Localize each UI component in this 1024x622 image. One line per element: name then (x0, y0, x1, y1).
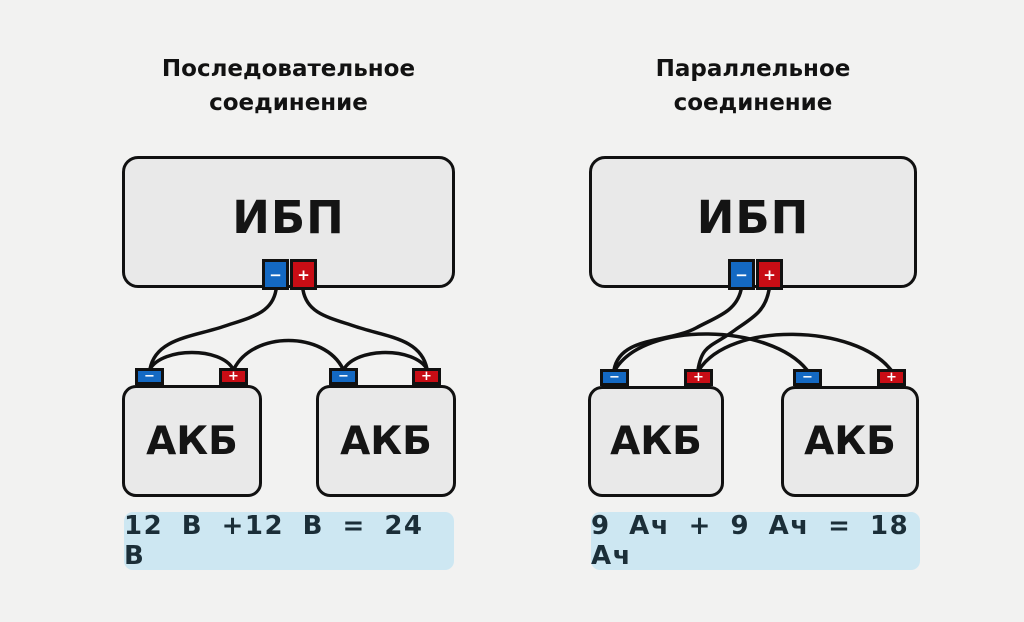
wire-parallel-ups-pos-to-bat1-pos (696, 288, 771, 372)
parallel-battery2-positive-terminal: + (877, 369, 906, 386)
series-battery1-positive-terminal: + (219, 368, 248, 385)
series-battery1-box: АКБ (122, 385, 262, 497)
parallel-battery2-label: АКБ (804, 419, 896, 464)
plus-icon: + (693, 370, 704, 385)
series-formula-text: 12 В +12 В = 24 В (124, 511, 424, 571)
series-battery1-negative-terminal: − (135, 368, 164, 385)
minus-icon: − (338, 369, 349, 384)
parallel-title-line1: Параллельное (655, 56, 851, 82)
series-ups-negative-terminal: − (262, 259, 289, 290)
plus-icon: + (297, 265, 310, 284)
parallel-title-line2: соединение (673, 90, 833, 116)
series-ups-label: ИБП (232, 190, 345, 244)
wire-parallel-bat1-neg-to-bat2-neg (613, 332, 809, 372)
parallel-battery1-label: АКБ (610, 419, 702, 464)
parallel-capacity-formula: 9 Ач + 9 Ач = 18 Ач (591, 511, 920, 571)
plus-icon: + (228, 369, 239, 384)
parallel-battery1-positive-terminal: + (684, 369, 713, 386)
series-connection-title: Последовательное соединение (122, 52, 455, 120)
wire-series-ups-neg-to-bat1-neg (148, 288, 278, 371)
series-battery2-box: АКБ (316, 385, 456, 497)
series-battery2-label: АКБ (340, 418, 432, 464)
minus-icon: − (802, 370, 813, 385)
parallel-ups-negative-terminal: − (728, 259, 755, 290)
wire-series-ups-pos-to-bat2-pos (301, 288, 429, 371)
parallel-connection-title: Параллельное соединение (589, 52, 917, 120)
parallel-ups-positive-terminal: + (756, 259, 783, 290)
series-voltage-formula: 12 В +12 В = 24 В (124, 511, 454, 571)
parallel-ups-label: ИБП (696, 190, 810, 244)
series-battery2-positive-terminal: + (412, 368, 441, 385)
parallel-battery2-box: АКБ (781, 386, 919, 497)
minus-icon: − (269, 265, 282, 284)
series-ups-positive-terminal: + (290, 259, 317, 290)
series-title-line2: соединение (209, 90, 368, 116)
plus-icon: + (421, 369, 432, 384)
minus-icon: − (609, 370, 620, 385)
parallel-battery1-negative-terminal: − (600, 369, 629, 386)
wire-series-bat1-neg-to-bat1-pos (148, 350, 235, 371)
wire-parallel-bat1-pos-to-bat2-pos (697, 332, 893, 372)
parallel-formula-text: 9 Ач + 9 Ач = 18 Ач (591, 511, 910, 571)
minus-icon: − (735, 265, 748, 284)
series-title-line1: Последовательное (161, 56, 416, 82)
series-battery1-label: АКБ (146, 418, 238, 464)
plus-icon: + (886, 370, 897, 385)
series-battery2-negative-terminal: − (329, 368, 358, 385)
wire-series-bat1-pos-to-bat2-neg (232, 338, 345, 371)
minus-icon: − (144, 369, 155, 384)
parallel-battery2-negative-terminal: − (793, 369, 822, 386)
plus-icon: + (763, 265, 776, 284)
wire-parallel-ups-neg-to-bat1-neg (612, 288, 743, 372)
wire-series-bat2-neg-to-bat2-pos (342, 350, 429, 371)
parallel-battery1-box: АКБ (588, 386, 724, 497)
